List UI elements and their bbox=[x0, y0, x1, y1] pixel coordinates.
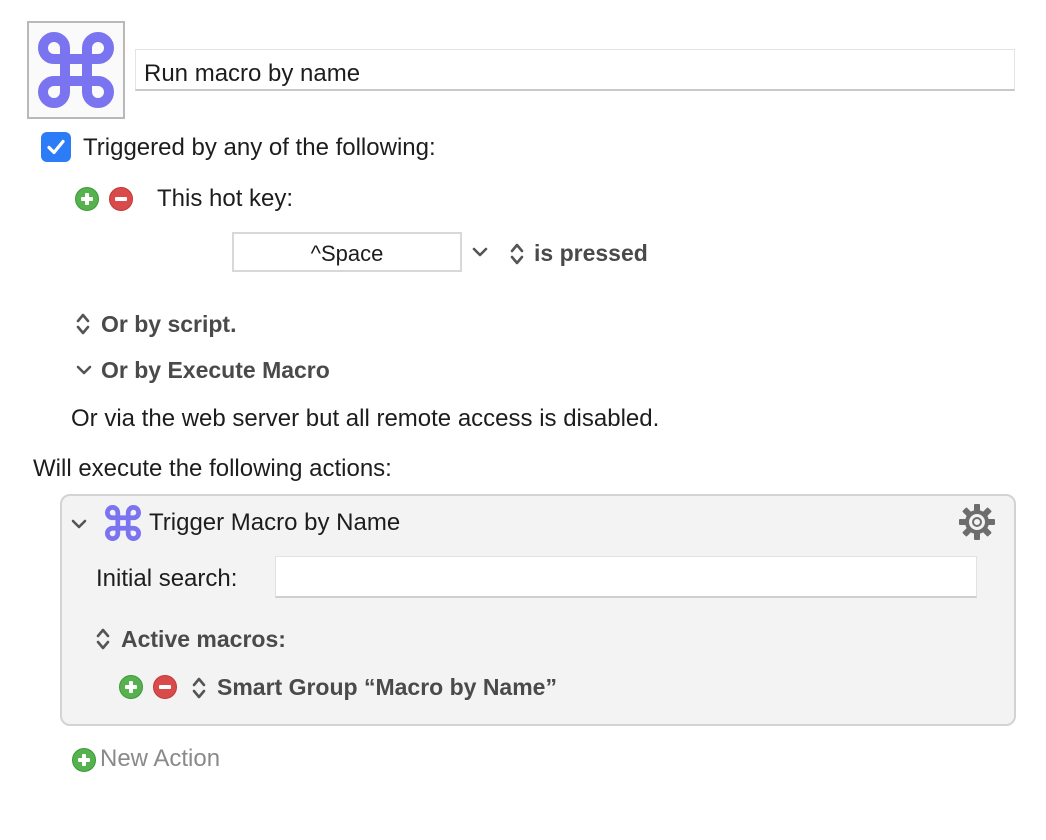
macro-name-field[interactable]: Run macro by name bbox=[135, 49, 1015, 91]
triggers-enabled-checkbox[interactable] bbox=[41, 132, 71, 162]
up-down-chevron-icon[interactable] bbox=[509, 241, 525, 267]
command-key-icon bbox=[105, 505, 141, 541]
up-down-chevron-icon[interactable] bbox=[95, 626, 111, 652]
hotkey-field[interactable]: ^Space bbox=[232, 232, 462, 272]
gear-icon[interactable] bbox=[957, 502, 997, 542]
action-title: Trigger Macro by Name bbox=[149, 509, 401, 536]
or-by-execute-macro-disclosure[interactable]: Or by Execute Macro bbox=[101, 357, 330, 383]
hotkey-state-popup[interactable]: is pressed bbox=[534, 240, 648, 266]
remove-trigger-button[interactable] bbox=[109, 187, 133, 211]
hotkey-label: This hot key: bbox=[157, 185, 294, 212]
initial-search-label: Initial search: bbox=[96, 565, 238, 592]
remove-macro-button[interactable] bbox=[153, 675, 177, 699]
command-key-icon bbox=[38, 32, 114, 108]
chevron-down-icon[interactable] bbox=[75, 363, 93, 377]
initial-search-field[interactable] bbox=[275, 556, 977, 598]
triggers-header: Triggered by any of the following: bbox=[83, 134, 436, 161]
smart-group-popup[interactable]: Smart Group “Macro by Name” bbox=[217, 674, 557, 700]
web-server-text: Or via the web server but all remote acc… bbox=[71, 405, 660, 432]
new-action-button[interactable]: New Action bbox=[100, 745, 221, 772]
add-macro-button[interactable] bbox=[119, 675, 143, 699]
active-macros-popup[interactable]: Active macros: bbox=[121, 626, 286, 652]
checkmark-icon bbox=[45, 136, 67, 158]
macro-icon-well[interactable] bbox=[27, 21, 125, 119]
new-action-icon[interactable] bbox=[72, 748, 96, 772]
chevron-down-icon[interactable] bbox=[70, 517, 88, 531]
or-by-script-popup[interactable]: Or by script. bbox=[101, 311, 237, 337]
add-trigger-button[interactable] bbox=[75, 187, 99, 211]
chevron-down-icon[interactable] bbox=[471, 245, 489, 259]
up-down-chevron-icon[interactable] bbox=[191, 675, 207, 701]
action-item bbox=[60, 494, 1016, 726]
actions-header: Will execute the following actions: bbox=[33, 455, 392, 482]
up-down-chevron-icon[interactable] bbox=[75, 311, 91, 337]
